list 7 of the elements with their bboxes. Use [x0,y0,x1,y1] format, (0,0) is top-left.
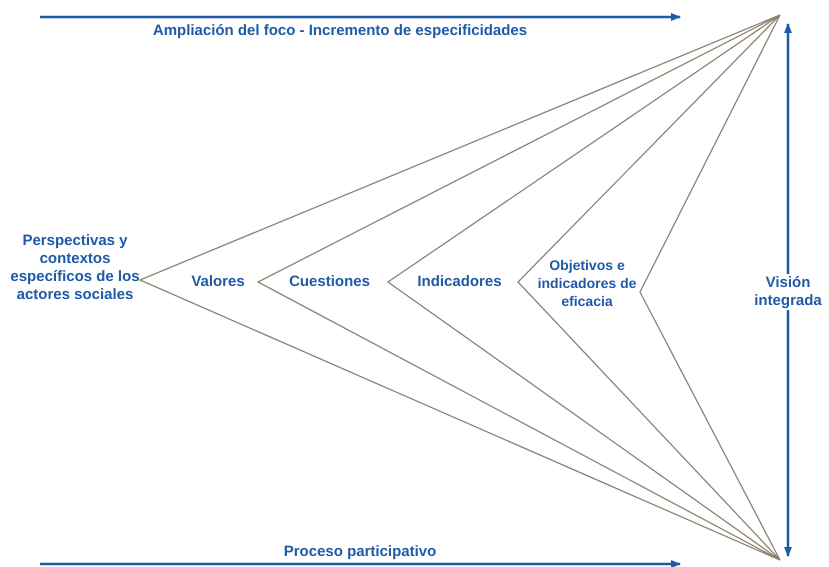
arrow-label: Ampliación del foco - Incremento de especificidades [152,22,528,40]
stakeholder-label: Perspectivas y contextos específicos de los actores sociales [9,232,141,304]
stage-label: Valores [190,273,246,291]
stage-label: Objetivos e indicadores de eficacia [536,256,638,310]
stage-label: Cuestiones [288,273,371,291]
stage-label: Indicadores [416,273,503,291]
arrow-label: Proceso participativo [282,543,438,561]
